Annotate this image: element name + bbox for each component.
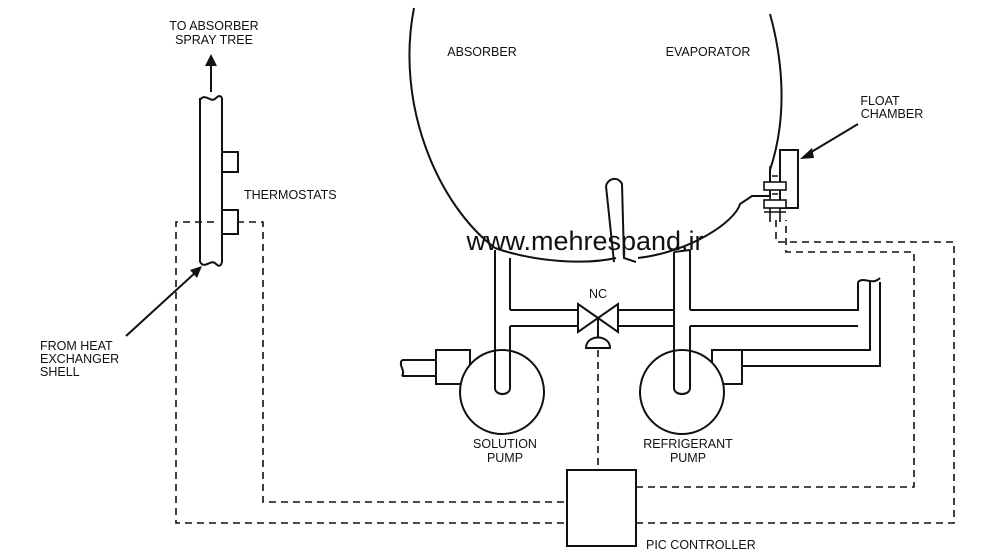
- bypass-line: [510, 309, 674, 327]
- label-refrigerant-1: REFRIGERANT: [643, 437, 733, 451]
- label-from-heat-2: EXCHANGER: [40, 352, 119, 366]
- float-chamber: [763, 123, 859, 222]
- label-to-absorber-1: TO ABSORBER: [169, 19, 258, 33]
- label-refrigerant-2: PUMP: [670, 451, 706, 465]
- control-wire-inner: [237, 220, 915, 503]
- refrigerant-return: [690, 282, 881, 367]
- divider-plate: [605, 178, 637, 263]
- pump-piping: [399, 249, 881, 380]
- label-float-1: FLOAT: [860, 94, 900, 108]
- label-from-heat-3: SHELL: [40, 365, 80, 379]
- solution-pump: [435, 349, 545, 435]
- refrigerant-pump-nozzle: [711, 349, 743, 385]
- refrigerant-pump-impeller: [673, 350, 691, 395]
- float-nut-bottom: [763, 199, 787, 209]
- label-nc: NC: [589, 287, 607, 301]
- label-pic-controller: PIC CONTROLLER: [646, 538, 756, 552]
- flow-arrow-in-shaft: [125, 271, 197, 337]
- label-solution-2: PUMP: [487, 451, 523, 465]
- pipe-bottom-break: [199, 261, 223, 267]
- solution-pump-impeller: [494, 350, 511, 395]
- pic-controller-box: [566, 469, 637, 547]
- pipe-top-break: [199, 95, 223, 101]
- label-evaporator: EVAPORATOR: [666, 45, 751, 59]
- float-leader-line: [807, 123, 859, 155]
- float-nut-hatch: [764, 175, 786, 213]
- nc-valve-actuator: [584, 336, 612, 349]
- label-to-absorber-2: SPRAY TREE: [175, 33, 253, 47]
- thermostat-upper: [221, 151, 239, 173]
- labels: TO ABSORBER SPRAY TREE ABSORBER EVAPORAT…: [40, 19, 923, 552]
- refrigerant-pump-casing: [639, 349, 725, 435]
- refrigerant-pump: [639, 349, 743, 435]
- thermostat-pipe: [125, 54, 239, 337]
- nc-valve: [577, 302, 619, 349]
- shell-outline: [408, 7, 617, 263]
- flow-arrow-up-head: [205, 54, 217, 66]
- label-solution-1: SOLUTION: [473, 437, 537, 451]
- label-absorber: ABSORBER: [447, 45, 516, 59]
- watermark: www.mehrespand.ir: [465, 226, 703, 256]
- solution-suction-cap: [399, 359, 405, 377]
- thermostat-lower: [221, 209, 239, 235]
- control-wiring: [175, 220, 955, 524]
- float-nut-top: [763, 181, 787, 191]
- label-float-2: CHAMBER: [861, 107, 924, 121]
- solution-pump-casing: [459, 349, 545, 435]
- label-from-heat-1: FROM HEAT: [40, 339, 113, 353]
- flow-arrow-in-head: [190, 266, 202, 278]
- label-thermostats: THERMOSTATS: [244, 188, 337, 202]
- refrigerant-return-cap: [857, 277, 881, 283]
- float-leader-arrowhead: [800, 148, 814, 159]
- riser-caps: [673, 249, 691, 253]
- divider-plate-inner: [605, 185, 615, 263]
- control-wire-outer: [175, 220, 955, 524]
